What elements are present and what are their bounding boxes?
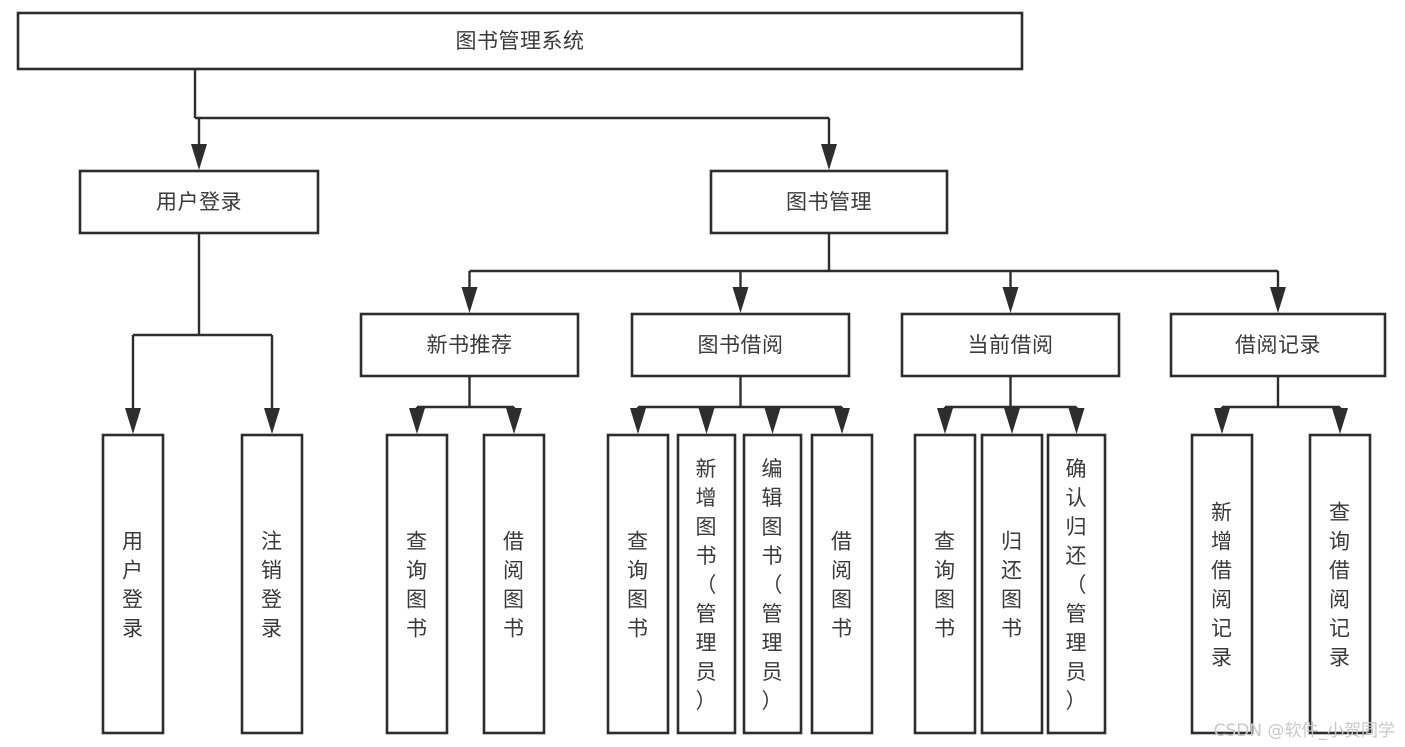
arrow-head-e-new-book-rec-borrow: [506, 408, 522, 434]
edge-group-borrow-record: [1214, 376, 1348, 434]
node-label-leaf-user-login: 用户登录: [122, 530, 144, 641]
arrow-head-e-borrow-record-query: [1332, 408, 1348, 434]
arrow-head-e-book-borrow-borrow: [834, 408, 850, 434]
node-book-borrow[interactable]: 图书借阅: [630, 312, 851, 378]
node-label-leaf-query-record: 查询借阅记录: [1329, 501, 1351, 670]
node-label-book-manage: 图书管理: [786, 190, 872, 214]
node-leaf-edit-book[interactable]: 编辑图书（管理员）: [742, 433, 803, 735]
node-leaf-confirm-return[interactable]: 确认归还（管理员）: [1046, 433, 1107, 735]
arrow-head-e-current-borrow-query: [937, 408, 953, 434]
arrow-head-e-root-book-manage: [821, 144, 837, 170]
node-leaf-borrow-book-1[interactable]: 借阅图书: [482, 433, 546, 735]
node-label-root: 图书管理系统: [456, 29, 585, 53]
node-box-leaf-edit-book[interactable]: [742, 433, 803, 735]
edge-group-book-borrow: [630, 376, 850, 434]
node-borrow-record[interactable]: 借阅记录: [1169, 312, 1387, 378]
node-label-leaf-confirm-return: 确认归还（管理员）: [1066, 457, 1088, 713]
node-leaf-return-book[interactable]: 归还图书: [980, 433, 1044, 735]
node-box-leaf-borrow-book-1[interactable]: [482, 433, 546, 735]
node-leaf-add-record[interactable]: 新增借阅记录: [1190, 433, 1254, 735]
node-label-book-borrow: 图书借阅: [698, 333, 784, 357]
node-label-leaf-borrow-book-1: 借阅图书: [503, 530, 525, 641]
node-leaf-add-book[interactable]: 新增图书（管理员）: [676, 433, 737, 735]
arrow-head-e-root-user-login: [191, 144, 207, 170]
node-box-leaf-query-book-1[interactable]: [385, 433, 449, 735]
arrow-head-e-current-borrow-confirm: [1068, 408, 1085, 434]
arrow-head-e-user-login-leaf-login: [125, 408, 141, 434]
node-leaf-borrow-book-2[interactable]: 借阅图书: [810, 433, 874, 735]
node-label-borrow-record: 借阅记录: [1235, 333, 1321, 357]
node-box-current-borrow[interactable]: [900, 312, 1121, 378]
node-label-leaf-query-book-1: 查询图书: [406, 530, 428, 641]
arrow-head-e-book-manage-current-borrow: [1002, 287, 1019, 313]
node-root[interactable]: 图书管理系统: [16, 11, 1024, 71]
arrow-head-e-borrow-record-add: [1214, 408, 1230, 434]
node-label-leaf-user-logout: 注销登录: [261, 530, 283, 641]
edge-group-root: [191, 69, 837, 170]
node-label-leaf-edit-book: 编辑图书（管理员）: [762, 457, 784, 713]
node-leaf-query-record[interactable]: 查询借阅记录: [1308, 433, 1372, 735]
node-box-leaf-add-record[interactable]: [1190, 433, 1254, 735]
node-box-leaf-return-book[interactable]: [980, 433, 1044, 735]
node-box-leaf-user-logout[interactable]: [240, 433, 304, 735]
node-leaf-user-logout[interactable]: 注销登录: [240, 433, 304, 735]
node-box-leaf-borrow-book-2[interactable]: [810, 433, 874, 735]
edge-group-book-manage: [461, 233, 1286, 313]
node-leaf-query-book-3[interactable]: 查询图书: [913, 433, 977, 735]
arrow-head-e-book-borrow-edit: [764, 408, 781, 434]
node-box-user-login[interactable]: [78, 169, 320, 235]
node-box-new-book-rec[interactable]: [359, 312, 580, 378]
node-label-leaf-query-book-2: 查询图书: [627, 530, 649, 641]
edge-group-current-borrow: [937, 376, 1085, 434]
node-label-current-borrow: 当前借阅: [968, 333, 1054, 357]
arrow-head-e-book-manage-book-borrow: [732, 287, 749, 313]
node-label-leaf-return-book: 归还图书: [1001, 530, 1023, 641]
node-box-book-borrow[interactable]: [630, 312, 851, 378]
arrow-head-e-book-borrow-query: [630, 408, 646, 434]
node-box-root[interactable]: [16, 11, 1024, 71]
node-box-leaf-confirm-return[interactable]: [1046, 433, 1107, 735]
node-label-leaf-add-book: 新增图书（管理员）: [696, 457, 718, 713]
node-box-leaf-query-record[interactable]: [1308, 433, 1372, 735]
node-label-user-login: 用户登录: [156, 190, 242, 214]
node-current-borrow[interactable]: 当前借阅: [900, 312, 1121, 378]
node-layer: 图书管理系统用户登录图书管理新书推荐图书借阅当前借阅借阅记录用户登录注销登录查询…: [16, 11, 1387, 735]
node-label-leaf-add-record: 新增借阅记录: [1211, 501, 1233, 670]
arrow-head-e-user-login-leaf-logout: [264, 408, 280, 434]
node-label-leaf-borrow-book-2: 借阅图书: [831, 530, 853, 641]
arrow-head-e-book-manage-new-book-rec: [461, 287, 478, 313]
node-label-new-book-rec: 新书推荐: [427, 333, 513, 357]
node-user-login[interactable]: 用户登录: [78, 169, 320, 235]
node-label-leaf-query-book-3: 查询图书: [934, 530, 956, 641]
arrow-head-e-book-manage-borrow-record: [1270, 287, 1286, 313]
node-box-leaf-query-book-3[interactable]: [913, 433, 977, 735]
arrow-head-e-book-borrow-add: [698, 408, 715, 434]
node-box-leaf-add-book[interactable]: [676, 433, 737, 735]
arrow-head-e-current-borrow-return: [1004, 408, 1020, 434]
node-leaf-user-login[interactable]: 用户登录: [101, 433, 165, 735]
node-box-book-manage[interactable]: [709, 169, 949, 235]
node-leaf-query-book-2[interactable]: 查询图书: [606, 433, 670, 735]
connector-layer: [125, 69, 1348, 434]
arrow-head-e-new-book-rec-query: [409, 408, 425, 434]
node-new-book-rec[interactable]: 新书推荐: [359, 312, 580, 378]
edge-group-new-book-rec: [409, 376, 522, 434]
node-box-borrow-record[interactable]: [1169, 312, 1387, 378]
node-box-leaf-user-login[interactable]: [101, 433, 165, 735]
node-leaf-query-book-1[interactable]: 查询图书: [385, 433, 449, 735]
edge-group-user-login: [125, 233, 280, 434]
node-book-manage[interactable]: 图书管理: [709, 169, 949, 235]
node-box-leaf-query-book-2[interactable]: [606, 433, 670, 735]
